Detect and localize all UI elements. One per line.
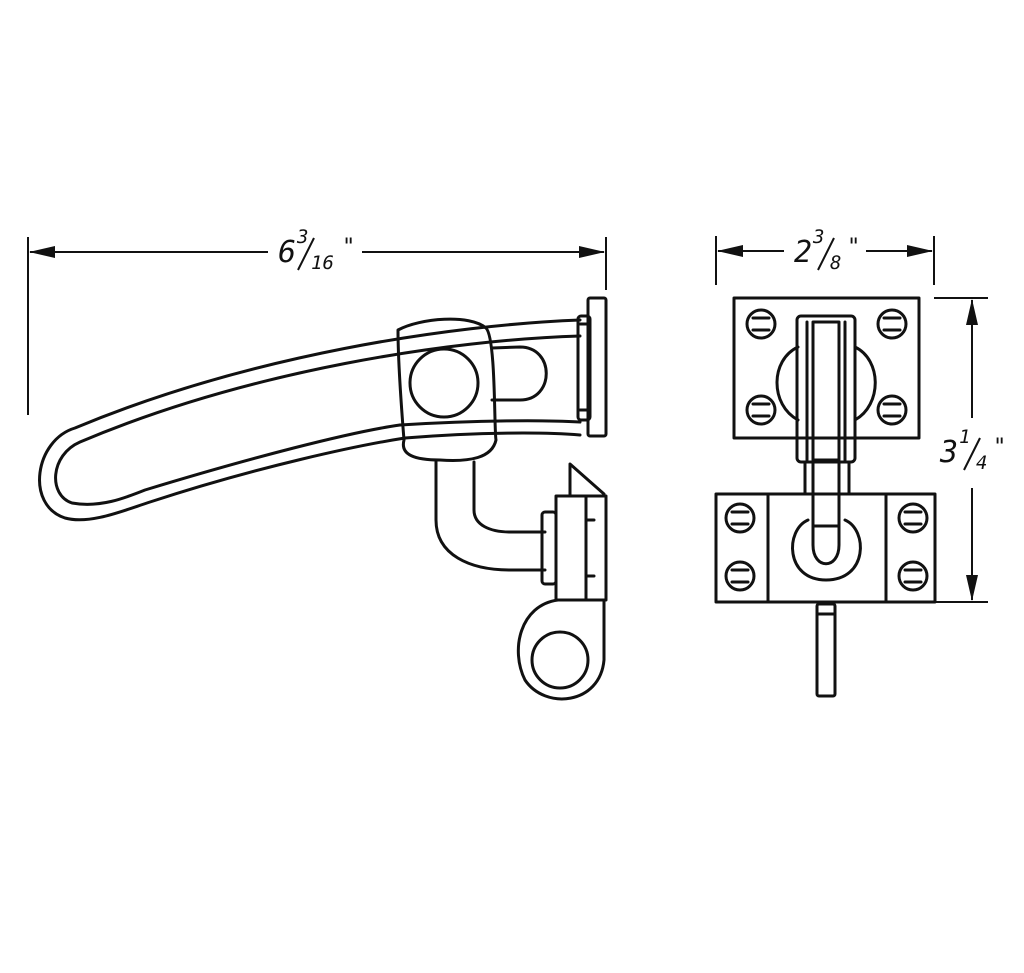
lever-arm-underside-2	[403, 431, 582, 440]
screw-upper-top-left	[745, 308, 777, 340]
front-view	[714, 296, 937, 698]
fraction-bar	[297, 237, 315, 271]
fraction-bar	[963, 437, 981, 471]
stem-inner	[472, 460, 547, 534]
side-view	[38, 296, 608, 701]
screw-upper-bottom-left	[745, 394, 777, 426]
keeper-ring-front-outer	[791, 518, 862, 582]
lower-mounting-plate	[714, 492, 937, 604]
arrowhead-bottom	[966, 575, 978, 601]
dimension-overall-length-whole: 6	[278, 235, 296, 270]
stem-outer	[434, 460, 547, 572]
upper-boss-right	[853, 345, 877, 422]
wall-flange-plate	[586, 296, 608, 438]
arm-front-inner	[811, 320, 841, 462]
keeper-collar	[540, 510, 558, 586]
dimension-width-numerator: 3	[812, 226, 824, 248]
keeper-block	[554, 494, 608, 602]
dimension-height: 3 1 4 "	[934, 297, 1006, 603]
pivot-hub	[396, 317, 498, 462]
keeper-catch	[568, 462, 606, 498]
screw-lower-top-right	[897, 502, 929, 534]
wall-flange-boss	[576, 314, 592, 422]
dimension-width: 2 3 8 "	[715, 226, 935, 285]
dimension-height-whole: 3	[939, 435, 958, 470]
lever-arm-inner	[54, 334, 582, 506]
upper-boss	[775, 345, 800, 422]
keeper-ring-inner	[530, 630, 590, 690]
arm-slot	[490, 345, 548, 402]
dimension-height-numerator: 1	[959, 426, 970, 448]
upper-mounting-plate	[732, 296, 921, 440]
arrowhead-left	[717, 245, 743, 257]
screw-lower-bottom-left	[724, 560, 756, 592]
dimension-height-denominator: 4	[976, 452, 987, 474]
screw-upper-bottom-right	[876, 394, 908, 426]
arrowhead-right	[907, 245, 933, 257]
fraction-bar	[817, 237, 835, 271]
arrowhead-top	[966, 299, 978, 325]
lever-arm-outer	[38, 318, 582, 522]
keeper-rod	[815, 602, 837, 698]
dimension-overall-length-denominator: 16	[311, 252, 334, 274]
screw-upper-top-right	[876, 308, 908, 340]
arrowhead-right	[579, 246, 605, 258]
dimension-height-unit: "	[993, 435, 1006, 460]
dimension-width-whole: 2	[794, 235, 812, 270]
screw-lower-top-left	[724, 502, 756, 534]
arrowhead-left	[29, 246, 55, 258]
dimension-width-unit: "	[847, 235, 860, 260]
keeper-ring-outer	[516, 598, 606, 701]
pivot-hub-cap	[408, 347, 480, 419]
screw-lower-bottom-right	[897, 560, 929, 592]
lever-arm-underside	[398, 419, 582, 427]
dimension-overall-length-unit: "	[342, 235, 355, 260]
dimension-overall-length-numerator: 3	[296, 226, 308, 248]
keeper-ring-front-inner	[811, 524, 841, 566]
dimension-overall-length: 6 3 16 "	[27, 226, 607, 415]
dimension-width-denominator: 8	[830, 252, 841, 274]
